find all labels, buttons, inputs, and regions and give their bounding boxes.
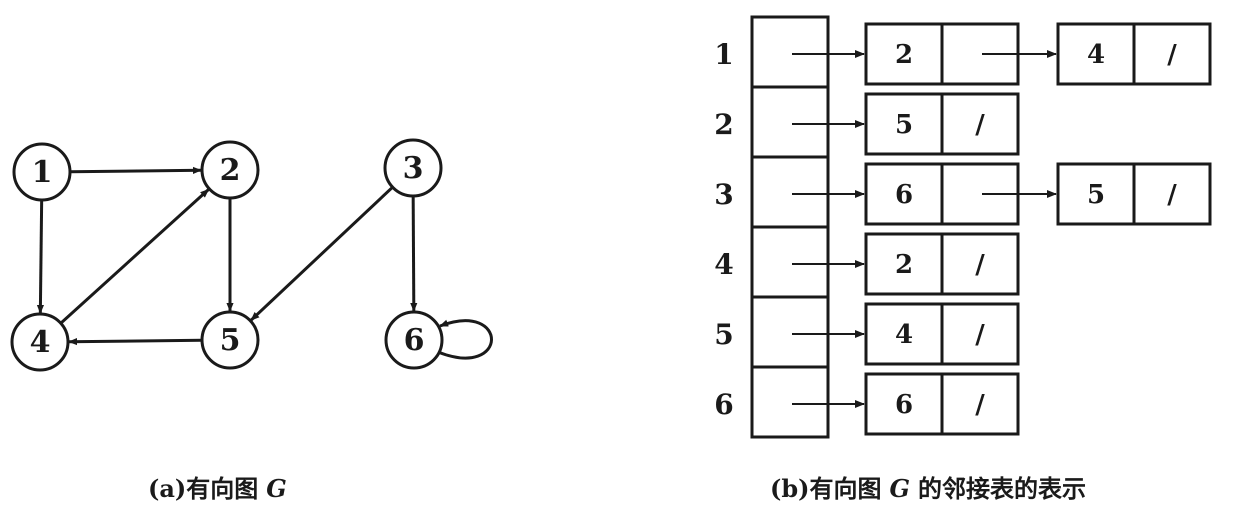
list-node-5-4: 4/	[864, 302, 1020, 366]
graph-caption-var: G	[266, 474, 287, 503]
node-label: 2	[220, 153, 241, 188]
node-label: 4	[30, 325, 51, 360]
graph-node-6: 6	[384, 310, 444, 370]
graph-caption-prefix: (a)有向图	[148, 474, 258, 503]
node-circle	[383, 138, 443, 198]
node-label: 6	[404, 323, 425, 358]
graph-caption: (a)有向图 G	[148, 474, 287, 503]
node-label: 1	[32, 155, 53, 190]
row-label: 4	[714, 248, 733, 281]
vertex-value: 6	[895, 390, 913, 420]
vertex-value: 2	[895, 250, 913, 280]
list-node-1-2: 2	[864, 22, 1057, 86]
node-circle	[384, 310, 444, 370]
node-circle	[200, 310, 260, 370]
list-node-4-2: 2/	[864, 232, 1020, 296]
graph-edge-5-4	[68, 338, 203, 346]
graph-edge-3-6	[410, 195, 418, 312]
vertex-value: 4	[895, 320, 913, 350]
graph-edge-1-4	[36, 199, 45, 314]
graph-node-2: 2	[200, 140, 260, 200]
graph-edge-4-2	[59, 188, 210, 325]
null-marker: /	[975, 250, 985, 280]
node-label: 3	[403, 151, 424, 186]
null-marker: /	[975, 110, 985, 140]
graph-edges	[36, 166, 493, 360]
graph-node-5: 5	[200, 310, 260, 370]
node-circle	[10, 312, 70, 372]
graph-edge-1-2	[69, 166, 202, 174]
null-marker: /	[975, 320, 985, 350]
row-label: 5	[714, 318, 733, 351]
row-label: 1	[714, 38, 733, 71]
null-marker: /	[1167, 40, 1177, 70]
graph-edge-6-6	[437, 319, 493, 360]
adjacency-caption-var: G	[890, 474, 911, 503]
null-marker: /	[1167, 180, 1177, 210]
list-node-1-4: 4/	[1056, 22, 1212, 86]
node-circle	[12, 142, 72, 202]
list-node-2-5: 5/	[864, 92, 1020, 156]
node-label: 5	[220, 323, 241, 358]
list-node-6-6: 6/	[864, 372, 1020, 436]
row-label: 3	[714, 178, 733, 211]
list-node-3-5: 5/	[1056, 162, 1212, 226]
adjacency-caption-prefix: (b)有向图	[770, 474, 882, 503]
graph-node-4: 4	[10, 312, 70, 372]
row-label: 2	[714, 108, 733, 141]
graph-edge-3-5	[250, 186, 394, 322]
vertex-value: 5	[895, 110, 913, 140]
vertex-value: 5	[1087, 180, 1105, 210]
vertex-value: 2	[895, 40, 913, 70]
vertex-value: 4	[1087, 40, 1105, 70]
graph-node-3: 3	[383, 138, 443, 198]
vertex-value: 6	[895, 180, 913, 210]
adjacency-caption-suffix: 的邻接表的表示	[918, 474, 1086, 503]
graph-nodes: 1 2 3 4 5 6	[10, 138, 444, 372]
graph-node-1: 1	[12, 142, 72, 202]
row-label: 6	[714, 388, 733, 421]
list-node-3-6: 6	[864, 162, 1057, 226]
null-marker: /	[975, 390, 985, 420]
node-circle	[200, 140, 260, 200]
